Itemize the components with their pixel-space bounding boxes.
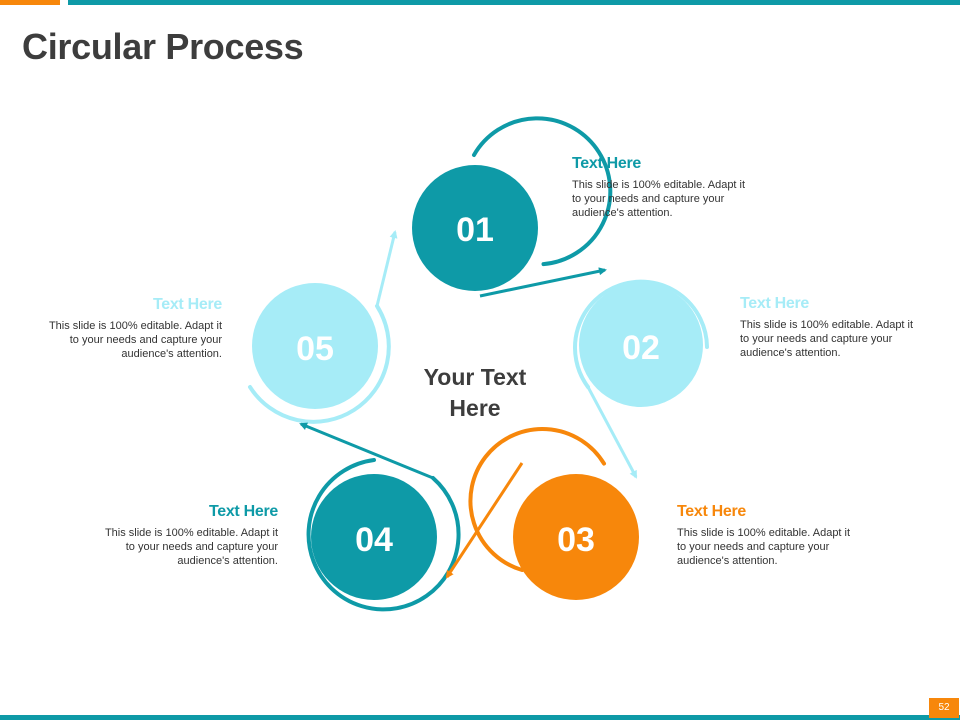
step-03-body: This slide is 100% editable. Adapt it to… [677,527,851,567]
step-05-ring [248,304,391,424]
top-accent-bar-orange [0,0,60,5]
step-02-ring [573,279,709,389]
step-02-number: 02 [622,329,660,367]
bottom-accent-bar [0,715,960,720]
step-02-body: This slide is 100% editable. Adapt it to… [740,319,914,359]
step-01-text-block: Text Here This slide is 100% editable. A… [572,155,757,220]
top-accent-bar-teal [68,0,960,5]
step-01-circle [412,165,538,291]
step-02-text-block: Text Here This slide is 100% editable. A… [740,295,925,360]
step-04-body: This slide is 100% editable. Adapt it to… [104,527,278,567]
step-01-ring [472,116,613,267]
step-04-number: 04 [355,521,393,559]
step-04-text-block: Text Here This slide is 100% editable. A… [93,503,278,568]
step-03-ring [468,427,606,572]
arrow-03-to-04 [445,462,524,579]
page-number: 52 [929,698,959,718]
center-text-line-1: Your Text [423,364,527,390]
slide-title: Circular Process [22,26,304,67]
step-01-heading: Text Here [572,155,642,172]
step-02-circle [579,283,703,407]
step-04-circle [311,474,437,600]
arrow-05-to-01 [375,230,398,307]
step-02-heading: Text Here [740,295,810,312]
step-03-number: 03 [557,521,595,559]
step-04-heading: Text Here [208,503,278,520]
step-03-text-block: Text Here This slide is 100% editable. A… [677,503,862,568]
center-text-line-2: Here [449,395,501,421]
step-05-number: 05 [296,330,334,368]
step-05-circle [252,283,378,409]
arrow-01-to-02 [479,267,607,298]
step-04-ring [306,458,461,612]
center-text: Your Text Here [395,362,555,424]
step-05-text-block: Text Here This slide is 100% editable. A… [37,296,222,361]
step-01-number: 01 [456,211,494,249]
step-03-circle [513,474,639,600]
step-05-body: This slide is 100% editable. Adapt it to… [48,320,222,360]
step-05-heading: Text Here [152,296,222,313]
arrow-04-to-05 [299,422,434,480]
step-03-heading: Text Here [677,503,747,520]
step-01-body: This slide is 100% editable. Adapt it to… [572,179,746,219]
arrow-02-to-03 [586,386,638,479]
